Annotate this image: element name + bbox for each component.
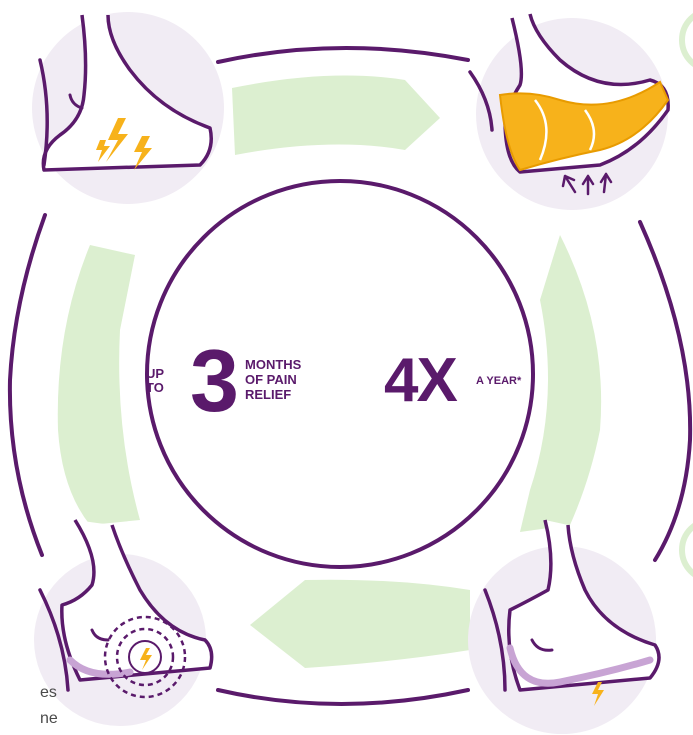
foot-relief-icon xyxy=(468,520,659,734)
foot-pain-icon xyxy=(32,12,224,204)
frequency-number: 4X xyxy=(384,350,456,412)
clipped-side-text: es ne xyxy=(0,680,58,732)
up-to-label: UP TO xyxy=(146,367,186,395)
foot-insole-icon xyxy=(470,14,668,210)
frequency-suffix: A YEAR* xyxy=(476,376,521,387)
arrow-left xyxy=(58,245,140,525)
arrow-bottom xyxy=(250,580,470,668)
edge-circle-bottom xyxy=(682,520,693,580)
clipped-text-line-1: es xyxy=(0,680,58,706)
foot-injection-icon xyxy=(34,520,212,726)
arrow-top xyxy=(232,76,440,156)
months-of-pain-relief-label: MONTHS OF PAIN RELIEF xyxy=(245,357,335,402)
months-number: 3 xyxy=(190,337,237,425)
edge-circle-top xyxy=(682,10,693,70)
clipped-text-line-2: ne xyxy=(0,706,58,732)
